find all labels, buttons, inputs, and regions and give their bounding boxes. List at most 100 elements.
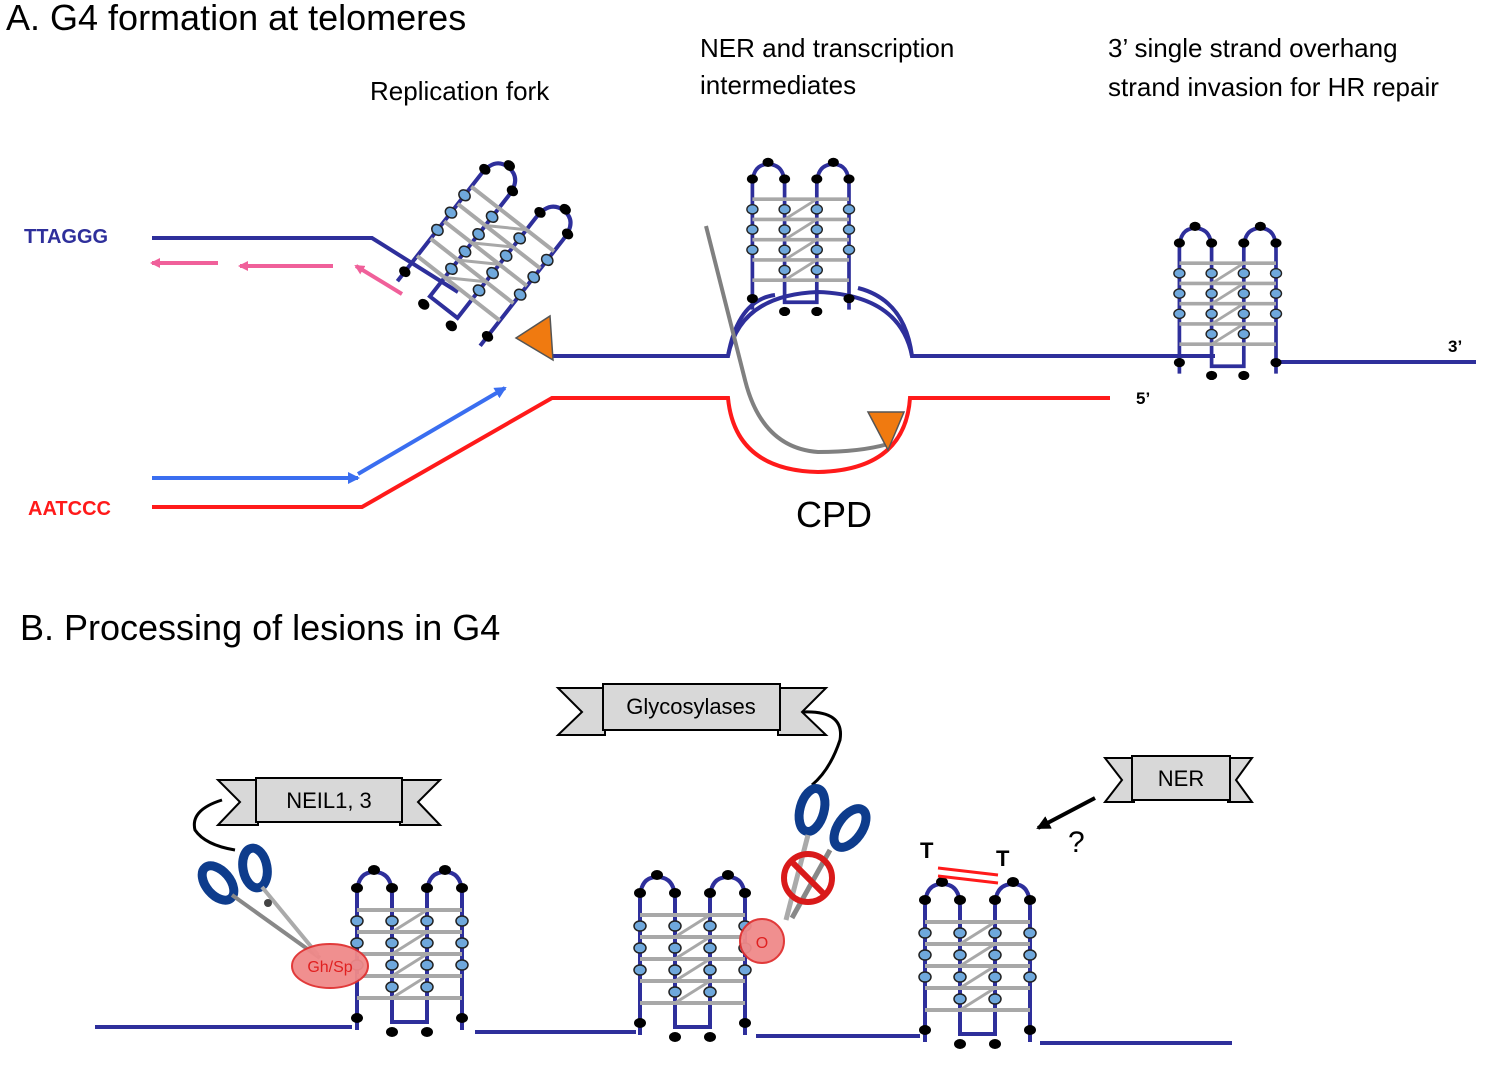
loop-node <box>651 870 663 880</box>
loop-node <box>843 174 855 184</box>
g4-rung <box>511 245 542 271</box>
g-tetrad-node <box>918 971 932 983</box>
loop-node <box>739 888 751 898</box>
loop-node <box>634 1018 646 1028</box>
g-tetrad-node <box>1237 268 1251 279</box>
g4-rung-diag <box>1210 262 1245 285</box>
lesion-o-text: O <box>756 935 768 952</box>
loop-node <box>351 1013 363 1023</box>
g4-rung-diag <box>458 258 500 266</box>
g4-rung <box>429 237 460 262</box>
g-tetrad-node <box>703 986 717 998</box>
loop-node <box>421 1027 433 1037</box>
g-tetrad-node <box>810 244 824 256</box>
g4-rung-diag <box>391 952 428 978</box>
g-tetrad-node <box>499 249 513 262</box>
loop-node <box>1206 370 1218 381</box>
g-tetrad-node <box>633 920 647 932</box>
g-tetrad-node <box>527 271 541 284</box>
g-tetrad-node <box>633 942 647 954</box>
polymerase-cpd <box>866 411 906 452</box>
g4-rung-diag <box>485 224 527 232</box>
g-tetrad-node <box>1237 308 1251 320</box>
g-tetrad-node <box>810 224 824 235</box>
thymine-dimer-bond-1 <box>937 866 999 877</box>
loop-node <box>704 888 716 898</box>
g-tetrad-node <box>746 244 759 256</box>
g-tetrad-node <box>350 915 364 927</box>
banner-ner: NER <box>1102 755 1254 803</box>
g-tetrad-node <box>810 264 824 276</box>
loop-node <box>739 1018 751 1028</box>
g-tetrad-node <box>988 971 1002 983</box>
g-tetrad-node <box>420 981 434 993</box>
loop-node <box>456 1013 468 1023</box>
g-tetrad-node <box>778 224 791 235</box>
g-tetrad-node <box>513 232 527 245</box>
g4-rung-diag <box>391 974 428 1000</box>
banner-ner-text: NER <box>1158 766 1204 791</box>
thymine-2-label: T <box>996 846 1010 871</box>
g4-rung <box>443 275 474 301</box>
g-tetrad-node <box>746 204 759 215</box>
g-tetrad-node <box>1173 308 1186 320</box>
loop-node <box>503 160 515 171</box>
fork-label: Replication fork <box>370 76 550 106</box>
loop-node <box>456 883 468 893</box>
lesion-o: O <box>739 918 785 964</box>
loop-node <box>534 206 546 218</box>
g-tetrad-node <box>953 949 967 961</box>
g4-rung <box>457 258 488 284</box>
g4-backbone <box>395 161 573 348</box>
g4-ner-b <box>918 877 1037 1049</box>
lagging-arrow-3 <box>354 264 404 296</box>
g-tetrad-node <box>988 993 1002 1005</box>
g-tetrad-node <box>1269 308 1283 320</box>
loop-node <box>506 185 519 197</box>
g4-rung-diag <box>674 957 711 983</box>
g-tetrad-node <box>668 920 682 932</box>
g-tetrad-node <box>1023 927 1037 939</box>
lesion-ghsp: Gh/Sp <box>291 943 369 989</box>
g-tetrad-node <box>1205 308 1218 320</box>
g-tetrad-node <box>842 224 856 235</box>
g-tetrad-node <box>1023 971 1037 983</box>
loop-node <box>954 1039 966 1049</box>
g4-rung-diag <box>783 198 818 221</box>
bottom-strand-label: AATCCC <box>28 498 111 520</box>
g-tetrad-node <box>1173 288 1186 299</box>
loop-node <box>1254 221 1266 231</box>
loop-node <box>1270 238 1282 248</box>
loop-node <box>368 865 380 875</box>
g4-rung-diag <box>783 218 818 241</box>
loop-node <box>811 306 823 317</box>
loop-node <box>989 1039 1001 1049</box>
loop-node <box>1238 370 1250 381</box>
g4-rung-diag <box>1210 282 1245 305</box>
g-tetrad-node <box>1205 268 1218 279</box>
g-tetrad-node <box>420 915 434 927</box>
g4-rung <box>456 202 487 228</box>
banner-glyco-text: Glycosylases <box>626 694 756 719</box>
loop-node <box>669 888 681 898</box>
panel-b: B. Processing of lesions in G4 NEIL1, 3 … <box>20 607 1254 1049</box>
scissors-glyco-icon <box>781 710 871 921</box>
g-tetrad-node <box>472 284 486 297</box>
cpd-label: CPD <box>796 494 872 535</box>
polymerase-fork <box>514 314 554 362</box>
g-tetrad-node <box>385 981 399 993</box>
g4-rung <box>471 297 502 323</box>
lesion-ghsp-text: Gh/Sp <box>307 959 352 976</box>
loop-node <box>1238 238 1250 248</box>
g-tetrad-node <box>778 244 791 256</box>
g-tetrad-node <box>842 204 856 215</box>
g-tetrad-node <box>1205 328 1218 340</box>
g-tetrad-node <box>458 245 472 258</box>
g4-fork <box>395 160 574 348</box>
thymine-1-label: T <box>920 838 934 863</box>
loop-node <box>1270 357 1282 368</box>
g-tetrad-node <box>513 288 527 301</box>
panel-a-title: A. G4 formation at telomeres <box>6 0 466 38</box>
g4-rung-diag <box>391 908 428 934</box>
